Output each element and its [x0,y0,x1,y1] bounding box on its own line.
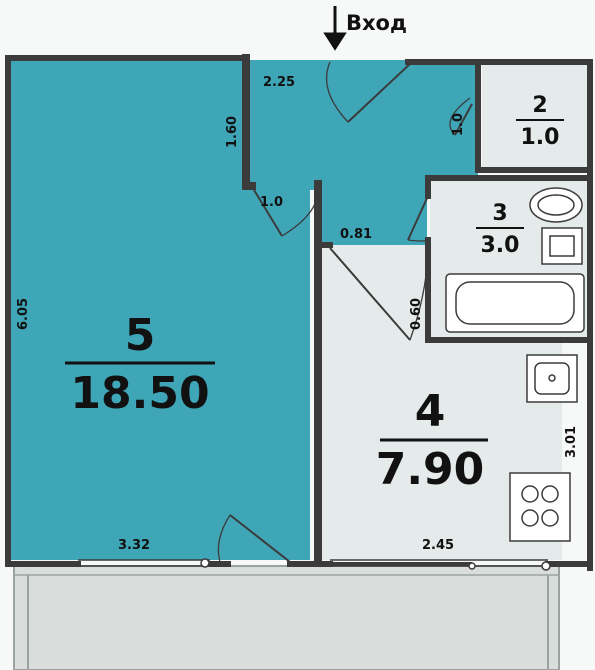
dim-kitchen-width: 2.45 [422,538,454,553]
windows [78,558,551,571]
room-2-area: 1.0 [521,125,560,150]
room-4-number: 4 [415,386,446,437]
room-5-number: 5 [125,310,156,361]
hallway-floor-lower [322,140,427,245]
kitchen-sink-icon [526,354,578,403]
room-2-number: 2 [532,93,547,118]
dim-hall-width: 2.25 [263,75,295,90]
sink-icon [541,227,583,265]
dim-room-width: 3.32 [118,538,150,553]
room-3-number: 3 [492,201,507,226]
bathtub-icon [445,273,585,333]
dim-kitchen-door: 0.81 [340,227,372,242]
dim-room-height: 6.05 [16,298,31,330]
room-3-area: 3.0 [481,233,520,258]
dim-toilet-door: 1.0 [451,113,466,136]
walls [5,54,593,571]
balcony [13,565,560,670]
entrance-arrow-icon [323,6,347,51]
sink-icon [529,187,583,223]
doors [217,61,473,563]
room-4-area: 7.90 [376,444,485,495]
dim-bath-door: 0.60 [409,298,424,330]
stove-icon [509,472,571,542]
room-5-area: 18.50 [70,368,209,419]
entrance-label: Вход [346,11,407,35]
dim-room-door: 1.0 [260,195,283,210]
dim-kitchen-height: 3.01 [564,426,579,458]
dim-hall-height: 1.60 [225,116,240,148]
